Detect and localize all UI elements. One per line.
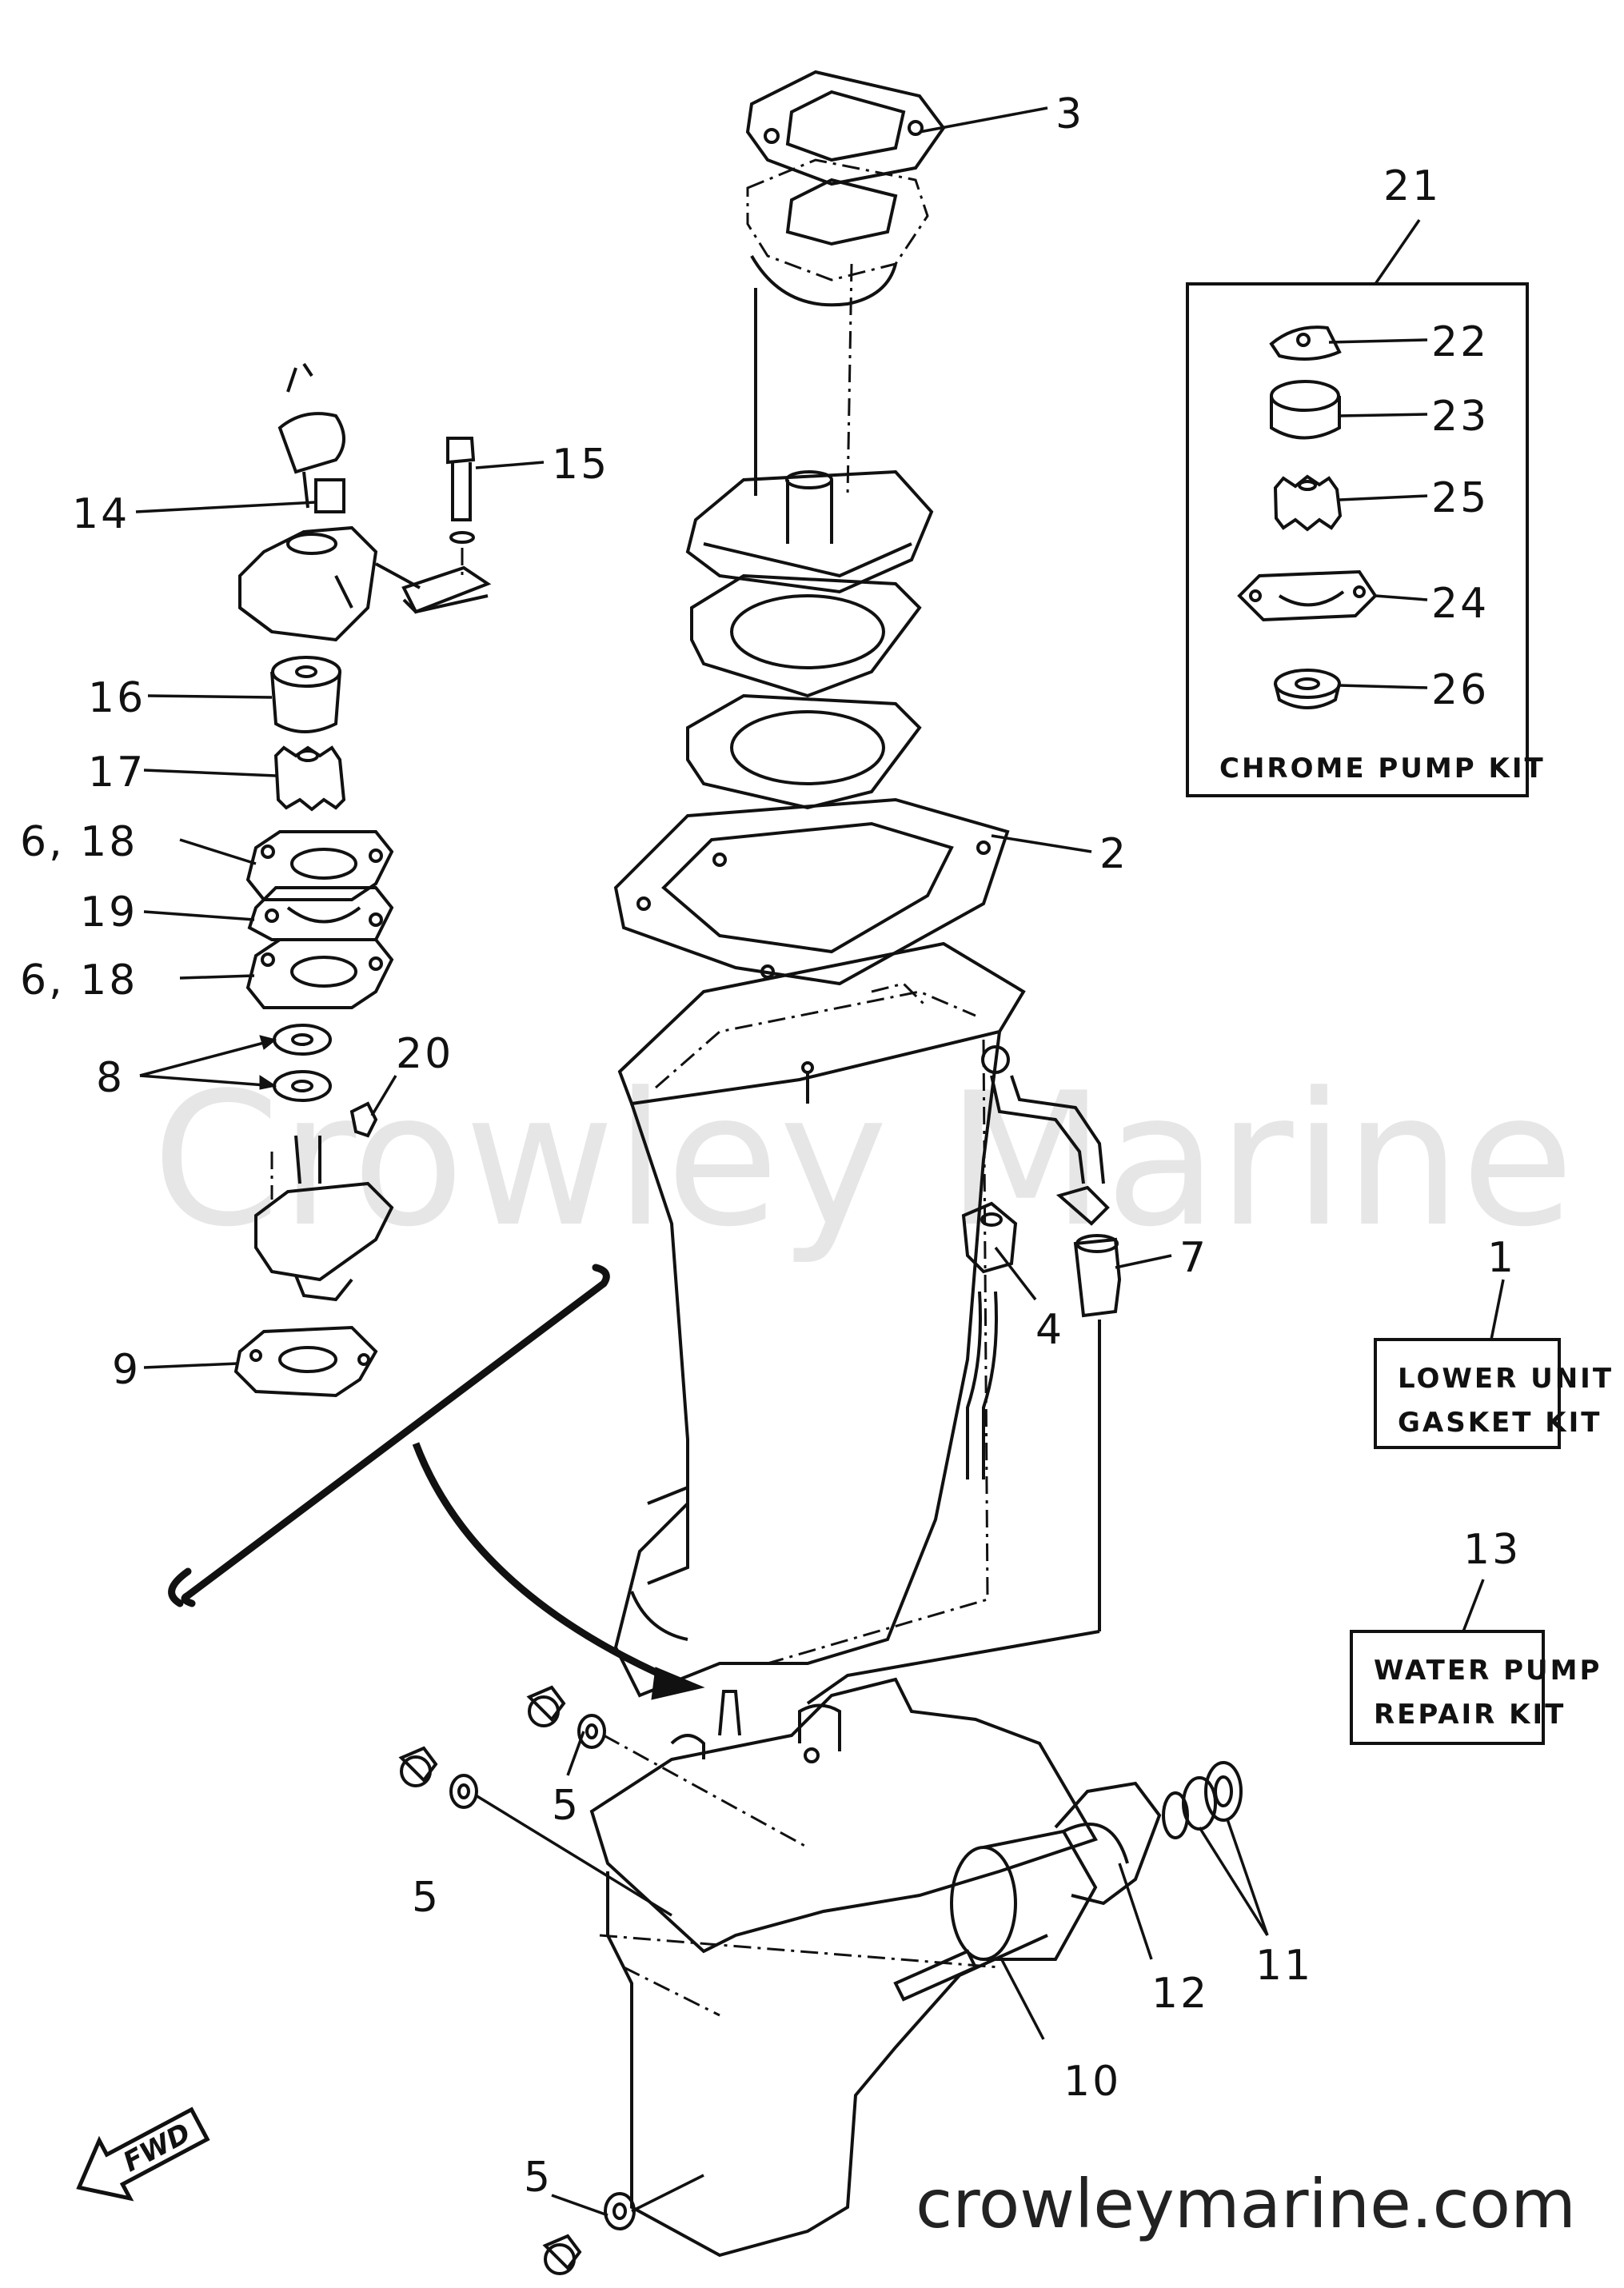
callout-6-18b: 6, 18	[20, 956, 138, 1004]
fwd-arrow: FWD	[76, 2106, 210, 2202]
chrome-pump-kit-box	[1186, 282, 1529, 797]
site-url: crowleymarine.com	[916, 2165, 1576, 2243]
bolt-5b	[398, 1746, 438, 1787]
callout-1: 1	[1487, 1234, 1516, 1282]
callout-25: 25	[1431, 474, 1489, 522]
water-pump-label-1: WATER PUMP	[1374, 1655, 1602, 1687]
key-20	[349, 1101, 378, 1138]
watermark: Crowley Marine	[152, 1054, 1574, 1268]
kit-seal-26	[1274, 669, 1341, 709]
gearcase	[589, 1677, 1098, 2258]
callout-21: 21	[1383, 162, 1441, 210]
washer-5c	[604, 2174, 704, 2230]
insert-16	[270, 656, 341, 733]
grommet-4	[961, 1201, 1018, 1479]
callout-5c: 5	[524, 2154, 553, 2202]
washer-5b	[449, 1774, 672, 1917]
propeller-shaft	[893, 1949, 978, 2002]
kit-impeller-25	[1273, 474, 1343, 532]
lower-unit-kit-box	[1374, 1338, 1561, 1449]
seal-7	[806, 1234, 1122, 1705]
impeller-17	[273, 745, 346, 812]
gasket-9	[233, 1325, 378, 1398]
callout-8: 8	[96, 1054, 125, 1102]
callout-13: 13	[1463, 1526, 1521, 1574]
water-pump-kit-box	[1350, 1630, 1545, 1745]
bolt-5c	[542, 2234, 582, 2275]
gasket-2	[613, 797, 1010, 986]
callout-23: 23	[1431, 393, 1489, 441]
callout-16: 16	[88, 674, 146, 722]
callout-22: 22	[1431, 318, 1489, 366]
callout-5a: 5	[552, 1782, 581, 1830]
callout-7: 7	[1179, 1234, 1208, 1282]
bolt-5a	[526, 1685, 566, 1727]
lower-unit-label-1: LOWER UNIT	[1398, 1363, 1614, 1395]
callout-3: 3	[1055, 90, 1084, 138]
kit-insert-23	[1270, 380, 1341, 440]
tube-bracket	[375, 562, 492, 614]
callout-20: 20	[396, 1030, 453, 1078]
kit-plate-22	[1269, 325, 1342, 361]
gasket-stack	[686, 573, 922, 810]
callout-24: 24	[1431, 580, 1489, 628]
leader-lines	[135, 106, 1505, 2217]
plate-6-18a	[245, 830, 394, 901]
callout-26: 26	[1431, 666, 1489, 714]
bolt-15	[446, 437, 476, 576]
water-tube	[981, 1045, 1110, 1226]
callout-15: 15	[552, 441, 609, 489]
pump-housing	[238, 362, 378, 642]
callout-17: 17	[88, 749, 146, 797]
lower-unit-label-2: GASKET KIT	[1398, 1407, 1602, 1439]
callout-6-18a: 6, 18	[20, 818, 138, 866]
callout-11: 11	[1255, 1942, 1313, 1990]
callout-2: 2	[1099, 830, 1128, 878]
assembly-arrow	[168, 1264, 705, 1700]
oring-12	[1054, 1781, 1162, 1906]
callout-4: 4	[1035, 1306, 1064, 1354]
callout-19: 19	[80, 888, 138, 936]
water-pump-label-2: REPAIR KIT	[1374, 1699, 1566, 1731]
chrome-pump-kit-label: CHROME PUMP KIT	[1219, 753, 1546, 785]
plate-6-18b	[245, 938, 394, 1009]
callout-10: 10	[1063, 2058, 1121, 2106]
callout-5b: 5	[412, 1874, 441, 1922]
exhaust-guide	[685, 158, 934, 594]
oring-10	[950, 1829, 1098, 1961]
gasket-3	[745, 70, 946, 186]
callout-12: 12	[1151, 1970, 1209, 2018]
pump-base	[254, 1135, 394, 1302]
callout-9: 9	[112, 1346, 141, 1394]
plate-19	[247, 886, 394, 941]
washer-5a	[577, 1714, 808, 1849]
callout-14: 14	[72, 490, 130, 538]
kit-plate-24	[1237, 569, 1378, 622]
